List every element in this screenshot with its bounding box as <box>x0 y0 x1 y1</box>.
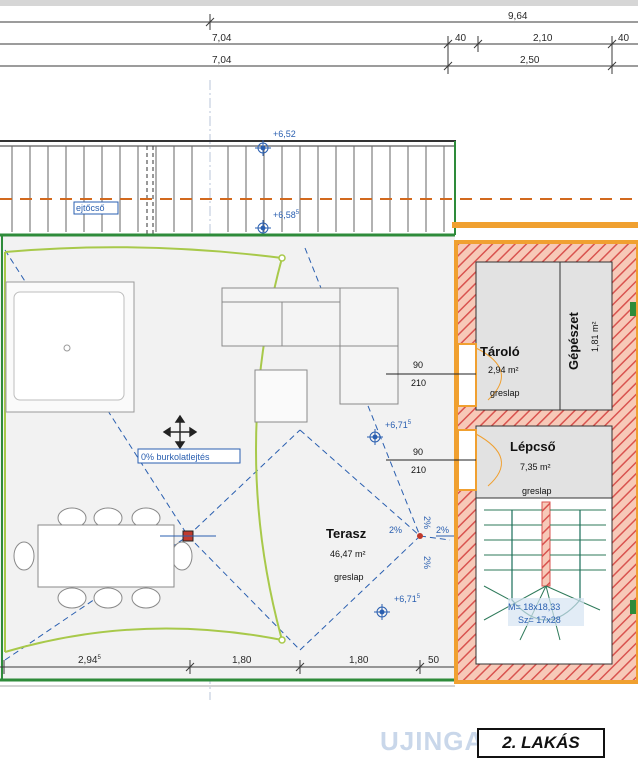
slope-note-box <box>137 448 241 464</box>
corner-sofa <box>221 287 399 423</box>
dim-row2-mid2: 2,10 <box>533 33 553 44</box>
level-marker-lower <box>374 604 390 620</box>
slope-bottom-label: 2% <box>422 556 432 569</box>
drain-point-top <box>278 254 286 262</box>
move-cross-icon <box>162 414 198 450</box>
level-marker-center <box>367 429 383 445</box>
drain-point-bottom <box>278 636 286 644</box>
storage-room <box>475 261 613 411</box>
door-lepcso <box>386 429 502 491</box>
gepeszet-area: 1,81 m² <box>590 321 600 352</box>
dim-bottom-3: 1,80 <box>349 655 369 666</box>
building-top-wall <box>452 222 638 228</box>
level-marker-terrace-edge <box>255 220 271 236</box>
downpipe-label-box <box>73 201 119 215</box>
hot-tub <box>5 281 135 413</box>
lepcso-name: Lépcső <box>510 439 556 454</box>
dim-row3-right: 2,50 <box>520 55 540 66</box>
top-dimensions <box>0 14 638 74</box>
lepcso-floor: greslap <box>522 486 552 496</box>
lepcso-area: 7,35 m² <box>520 462 551 472</box>
door1-width: 90 <box>413 360 423 370</box>
dining-table <box>13 507 193 609</box>
downpipe-label: ejtőcső <box>76 203 105 213</box>
tarolo-name: Tároló <box>480 344 520 359</box>
tarolo-floor: greslap <box>490 388 520 398</box>
door-tarolo <box>386 343 502 407</box>
dim-bottom-4: 50 <box>428 655 440 666</box>
dim-row2-left: 7,04 <box>212 33 232 44</box>
level-center-text: +6,715 <box>385 420 412 430</box>
top-band <box>0 0 638 6</box>
door2-width: 90 <box>413 447 423 457</box>
railing <box>0 140 456 241</box>
stair-landing <box>475 425 613 499</box>
level-marker-railing <box>255 140 271 156</box>
door2-height: 210 <box>411 465 426 475</box>
floor-drain-left <box>160 530 216 542</box>
terasz-area: 46,47 m² <box>330 549 366 559</box>
slope-center-point <box>417 533 423 539</box>
terasz-floor: greslap <box>334 572 364 582</box>
dim-bottom-2: 1,80 <box>232 655 252 666</box>
dim-row3-left: 7,04 <box>212 55 232 66</box>
level-lower-text: +6,715 <box>394 594 421 604</box>
window-marker-bottom <box>630 600 636 614</box>
stair-spec-2: Sz= 17x28 <box>518 615 561 625</box>
slope-left-label: 2% <box>389 525 402 535</box>
dim-row2-right: 40 <box>618 33 630 44</box>
apartment-badge: 2. LAKÁS <box>477 728 605 758</box>
level-railing-text: +6,52 <box>273 129 296 139</box>
slope-top-label: 2% <box>422 516 432 529</box>
slope-note-label: 0% burkolatlejtés <box>141 452 210 462</box>
dim-bottom-1: 2,945 <box>78 655 101 666</box>
dim-row2-mid1: 40 <box>455 33 467 44</box>
level-terrace-edge-text: +6,585 <box>273 210 300 220</box>
door1-height: 210 <box>411 378 426 388</box>
window-marker-top <box>630 302 636 316</box>
staircase <box>483 501 606 641</box>
stair-spec-1: M= 18x18,33 <box>508 602 560 612</box>
slope-right-label: 2% <box>436 525 449 535</box>
tarolo-area: 2,94 m² <box>488 365 519 375</box>
bottom-dimensions <box>0 660 456 674</box>
gepeszet-name: Gépészet <box>566 312 581 370</box>
dim-top-total: 9,64 <box>508 11 528 22</box>
terasz-name: Terasz <box>326 526 367 541</box>
